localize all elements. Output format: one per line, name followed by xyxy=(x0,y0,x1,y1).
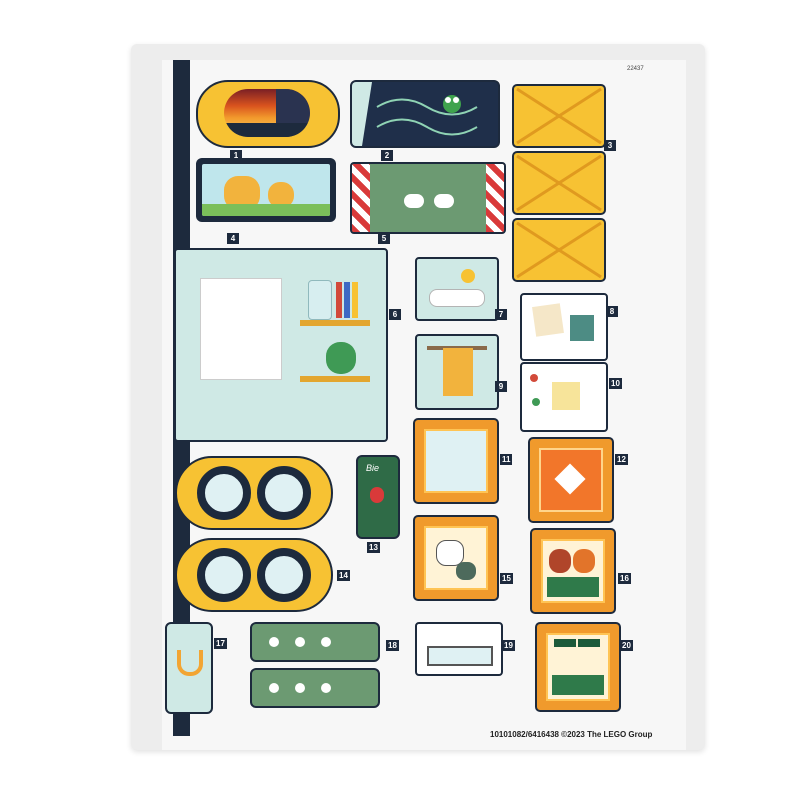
sign-text: Bie xyxy=(366,463,380,473)
sticker-friends-frame[interactable] xyxy=(530,528,616,614)
sheet-code: 22437 xyxy=(627,66,644,72)
sticker-number: 8 xyxy=(606,306,618,317)
sticker-mirror[interactable] xyxy=(413,418,499,504)
sticker-number: 18 xyxy=(386,640,399,651)
sticker-number: 7 xyxy=(495,309,507,320)
sticker-duck-panel[interactable] xyxy=(415,257,499,321)
sticker-number: 17 xyxy=(214,638,227,649)
sticker-number: 16 xyxy=(618,573,631,584)
sticker-towel[interactable] xyxy=(415,334,499,410)
sticker-graduation-frame[interactable] xyxy=(535,622,621,712)
copyright-footer: 10101082/6416438 ©2023 The LEGO Group xyxy=(490,730,653,739)
sticker-number: 12 xyxy=(615,454,628,465)
sticker-number: 6 xyxy=(389,309,401,320)
sticker-number: 15 xyxy=(500,573,513,584)
sticker-number: 11 xyxy=(500,454,513,465)
sticker-number: 10 xyxy=(609,378,622,389)
sticker-sunset[interactable] xyxy=(196,80,340,148)
sticker-wood-crate[interactable] xyxy=(512,84,606,284)
sticker-number: 19 xyxy=(502,640,515,651)
sticker-number: 3 xyxy=(604,140,616,151)
sticker-number: 9 xyxy=(495,381,507,392)
sticker-horseshoe[interactable] xyxy=(165,622,213,714)
sticker-number: 2 xyxy=(381,150,393,161)
sticker-oven[interactable] xyxy=(415,622,503,676)
sticker-paw-prints[interactable] xyxy=(250,622,380,710)
sticker-bird-sign[interactable]: Bie xyxy=(356,455,400,539)
sticker-number: 14 xyxy=(337,570,350,581)
sticker-number: 1 xyxy=(230,150,242,161)
sticker-stove-burners[interactable] xyxy=(174,455,334,615)
sticker-birds-awning[interactable] xyxy=(350,162,506,234)
sticker-lion-cubs[interactable] xyxy=(196,158,336,222)
sticker-number: 13 xyxy=(367,542,380,553)
sticker-number: 4 xyxy=(227,233,239,244)
sticker-frog-vines[interactable] xyxy=(350,80,500,148)
sticker-poster-shelves[interactable] xyxy=(174,248,388,442)
sticker-number: 20 xyxy=(620,640,633,651)
sticker-pattern-frame[interactable] xyxy=(528,437,614,523)
sticker-paw-board[interactable] xyxy=(520,362,608,432)
sticker-puppy-frame[interactable] xyxy=(413,515,499,601)
sticker-note-board[interactable] xyxy=(520,293,608,361)
sticker-number: 5 xyxy=(378,233,390,244)
